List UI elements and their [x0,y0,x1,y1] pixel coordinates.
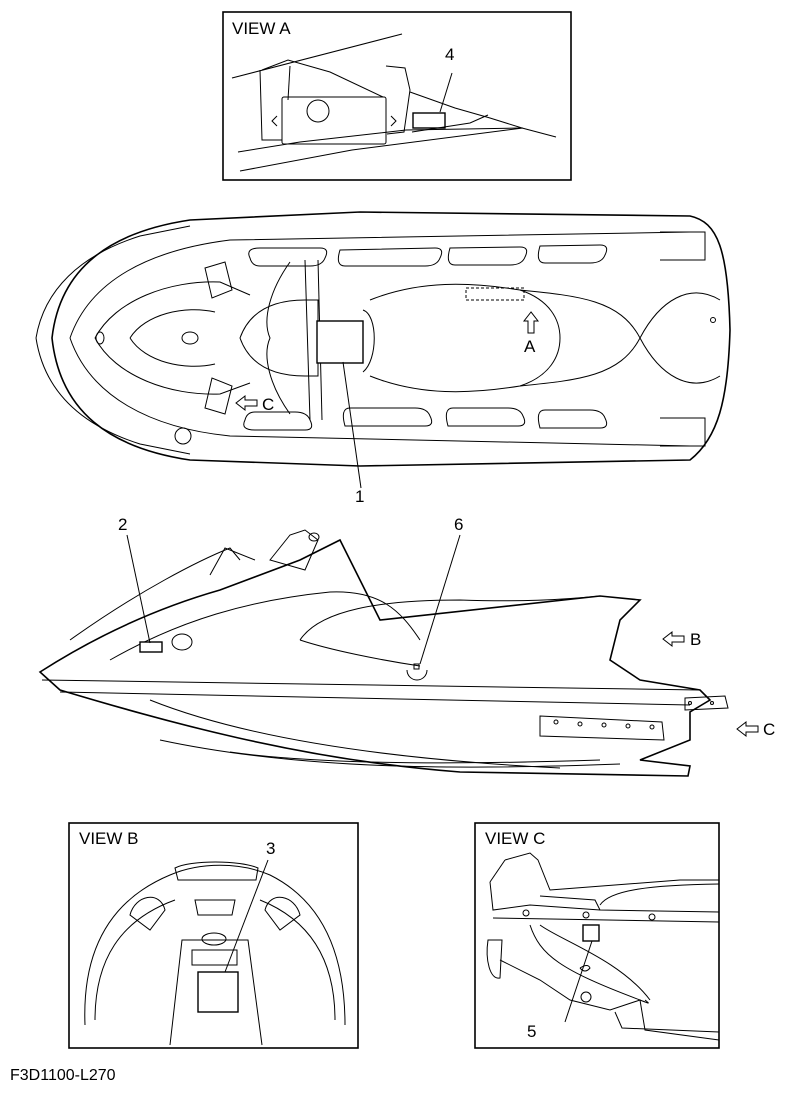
top-view-arrow-c-label: C [262,395,274,414]
callout-5: 5 [527,1022,536,1041]
side-view-drawing: 2 6 B C [38,515,775,777]
side-view-arrow-b-label: B [690,630,701,649]
callout-6: 6 [454,515,463,534]
view-c-title: VIEW C [485,829,545,848]
callout-3: 3 [266,839,275,858]
callout-1: 1 [355,487,364,506]
view-a-title: VIEW A [232,19,291,38]
top-view-drawing: A C 1 [35,211,731,506]
side-view-arrow-c-label: C [763,720,775,739]
view-a-panel: VIEW A 4 [222,11,572,181]
callout-4: 4 [445,45,454,64]
figure-code: F3D1100-L270 [10,1067,116,1084]
top-view-arrow-a-label: A [524,337,536,356]
view-b-title: VIEW B [79,829,139,848]
view-b-panel: VIEW B 3 [68,822,359,1049]
view-c-panel: VIEW C 5 [474,822,720,1049]
callout-2: 2 [118,515,127,534]
